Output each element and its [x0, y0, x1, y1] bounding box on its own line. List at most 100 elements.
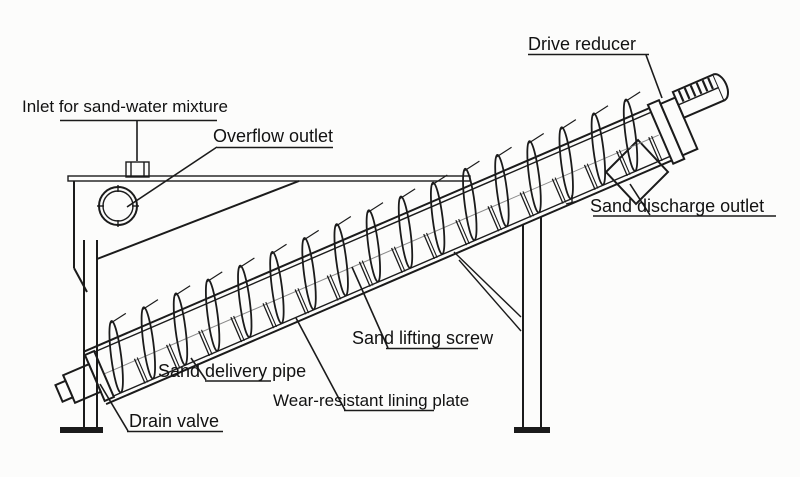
screw-flight-detail: [174, 285, 191, 297]
screw-flight-detail: [165, 344, 178, 370]
screw-flight-detail: [393, 246, 406, 272]
overflow-leader: [126, 146, 218, 208]
screw-flight-detail: [423, 233, 436, 260]
screw-flight: [204, 278, 221, 352]
screw-flight-detail: [198, 330, 211, 357]
screw-flight-detail: [294, 289, 307, 315]
screw-flight: [237, 264, 253, 339]
drain-valve-leader: [99, 383, 129, 432]
screw-flight-detail: [133, 358, 146, 384]
screw-flight-detail: [297, 288, 310, 314]
screw-flight: [301, 237, 317, 311]
callout-lines: [60, 53, 776, 433]
screw-flight: [333, 223, 349, 297]
settling-tank: [67, 161, 471, 293]
trough-top-rail-inner: [85, 111, 652, 357]
screw-flight-detail: [616, 150, 628, 177]
screw-flight-detail: [335, 216, 352, 227]
screw-flight-detail: [618, 149, 631, 175]
screw-flight-detail: [265, 301, 277, 328]
screw-flight-detail: [463, 160, 480, 172]
right-leg-foot: [514, 427, 550, 433]
screw-flight-detail: [303, 229, 320, 241]
lifting-screw-label: Sand lifting screw: [352, 328, 494, 348]
motor-midline: [678, 86, 720, 106]
screw-flight: [494, 154, 510, 228]
screw-flight-detail: [431, 174, 448, 186]
screw-flight-detail: [528, 132, 545, 144]
screw-flight-detail: [233, 315, 245, 342]
screw-flight-detail: [326, 275, 339, 301]
inlet-stub: [125, 161, 150, 178]
screw-flight-detail: [367, 202, 384, 214]
callout-labels: Inlet for sand-water mixture Overflow ou…: [22, 34, 764, 431]
lining-plate-label: Wear-resistant lining plate: [273, 391, 469, 410]
reducer-housing: [659, 96, 699, 157]
overflow-pipe: [97, 185, 139, 227]
screw-flight-detail: [399, 188, 416, 200]
overflow-outer-ring: [98, 186, 138, 226]
screw-flight-detail: [624, 91, 641, 103]
lining-plate-leader: [295, 317, 346, 411]
screw-flight-detail: [230, 316, 243, 343]
screw-flight-detail: [329, 274, 342, 300]
screw-flight-detail: [554, 177, 567, 203]
screw-flight: [108, 320, 124, 394]
overflow-label: Overflow outlet: [213, 126, 333, 146]
drive-head: [646, 73, 729, 166]
sand-discharge-label: Sand discharge outlet: [590, 196, 764, 216]
leg-brace-lower: [458, 259, 522, 332]
support-legs: [60, 195, 579, 433]
motor-fins: [677, 77, 714, 102]
screw-flight-detail: [522, 191, 535, 217]
drive-reducer-label: Drive reducer: [528, 34, 636, 54]
delivery-pipe-label: Sand delivery pipe: [158, 361, 306, 381]
delivery-pipe-leader: [190, 357, 207, 381]
screw-flight-detail: [519, 192, 532, 218]
screw-flight-detail: [551, 178, 564, 204]
screw-flight-detail: [583, 164, 596, 190]
screw-flight: [365, 209, 381, 283]
tank-inner-slope-edge: [96, 180, 300, 260]
screw-flight-detail: [586, 163, 599, 189]
screw-flight-detail: [200, 329, 213, 355]
left-leg-foot: [60, 427, 103, 433]
drive-reducer-leader: [645, 54, 663, 99]
screw-flight-detail: [270, 243, 287, 255]
inlet-stub-body: [125, 161, 150, 178]
screw-flight-detail: [238, 257, 255, 269]
screw-flight-detail: [495, 146, 512, 158]
motor-end-cap: [712, 73, 729, 102]
screw-flight-detail: [651, 135, 663, 162]
screw-flight-detail: [487, 206, 500, 232]
screw-flight-detail: [455, 220, 468, 246]
screw-flight: [622, 98, 639, 172]
screw-flight-detail: [490, 205, 502, 231]
screw-flight-detail: [560, 119, 577, 130]
screw-flight: [462, 167, 478, 242]
screw-flight: [172, 292, 189, 366]
screw-flight-detail: [110, 312, 127, 324]
screw-flight: [526, 140, 542, 214]
drain-valve-nub: [54, 379, 74, 403]
screw-flight-detail: [648, 136, 661, 163]
trough-bottom-rail-inner: [104, 155, 671, 401]
sand-discharge-leader: [629, 183, 651, 216]
screw-flight-detail: [458, 218, 470, 245]
screw-flight-detail: [391, 247, 403, 274]
screw-flight-detail: [206, 271, 223, 283]
lifting-screw-leader: [351, 266, 389, 349]
screw-flight-detail: [262, 303, 275, 329]
screw-flight: [558, 126, 574, 200]
screw-flight-detail: [361, 260, 374, 286]
screw-flight-detail: [425, 232, 438, 258]
screw-flight-detail: [142, 299, 159, 310]
screw-flight-detail: [136, 357, 149, 383]
tank-left-bottom-edge: [73, 267, 88, 293]
screw-flights: [108, 91, 663, 394]
drain-valve-label: Drain valve: [129, 411, 219, 431]
screw-flight: [269, 250, 285, 325]
screw-flight: [429, 181, 446, 255]
inlet-label: Inlet for sand-water mixture: [22, 97, 228, 116]
